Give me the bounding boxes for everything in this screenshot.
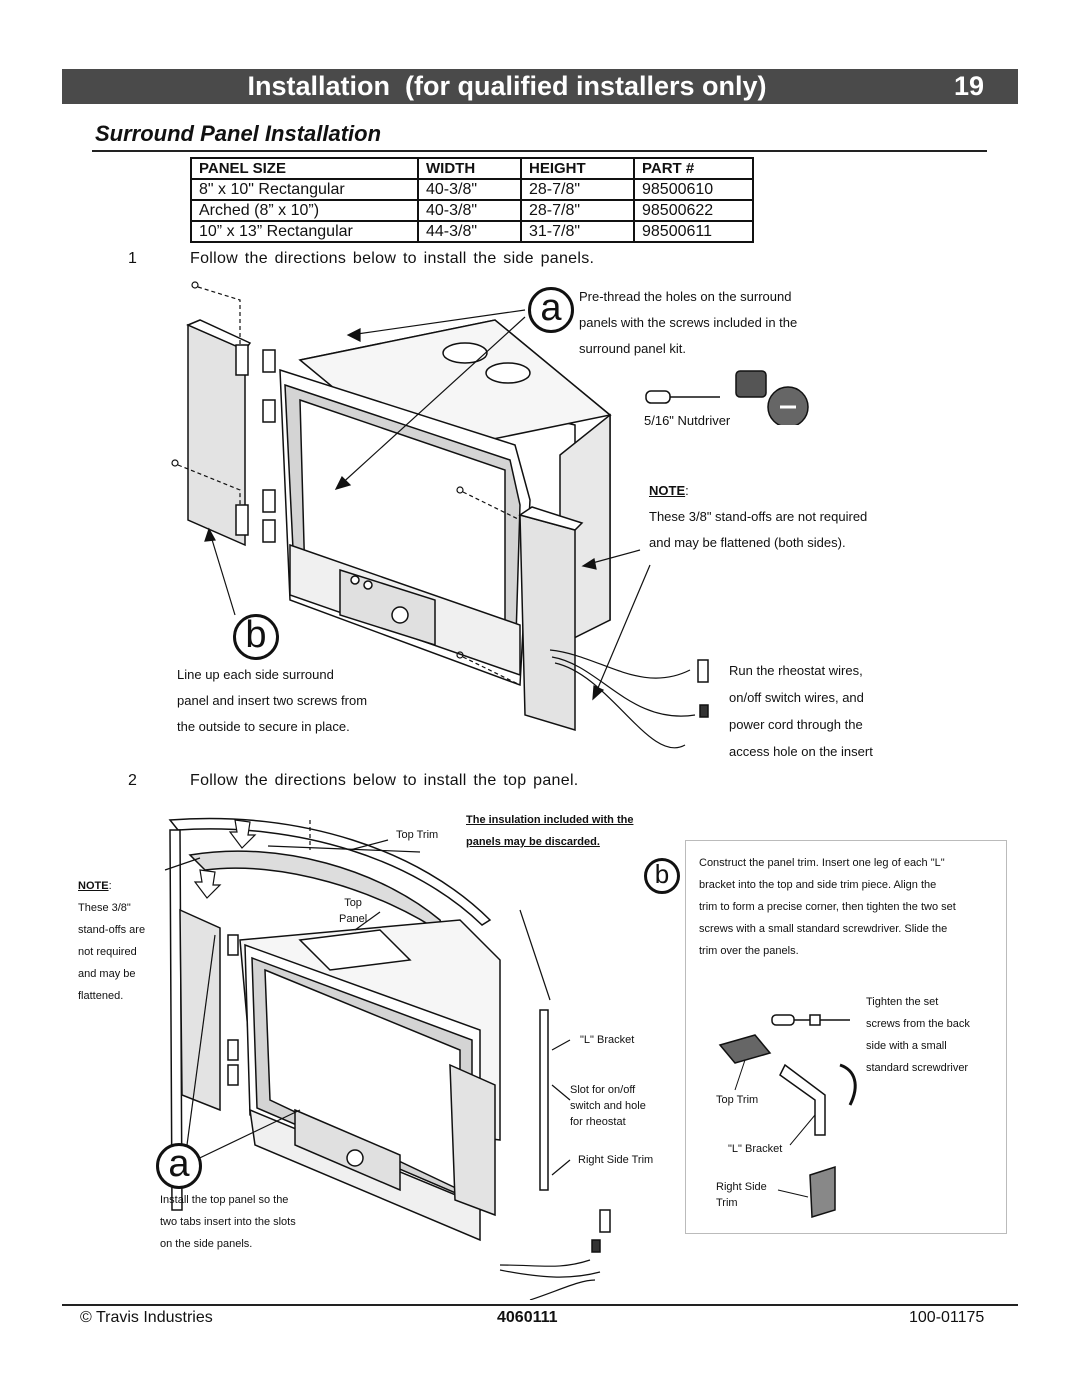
col-header-part: PART # <box>633 157 754 180</box>
note-fig2: NOTE: These 3/8" stand-offs are not requ… <box>78 880 146 1002</box>
panel-size-table: PANEL SIZE WIDTH HEIGHT PART # 8" x 10" … <box>190 157 754 243</box>
nutdriver-icon <box>645 370 809 425</box>
pre-thread-text: Pre-thread the holes on the surround pan… <box>579 289 798 356</box>
table-cell: 44-3/8" <box>417 220 522 243</box>
col-header-panel-size: PANEL SIZE <box>190 157 419 180</box>
col-header-height: HEIGHT <box>520 157 635 180</box>
section-rule <box>92 150 987 152</box>
inset-right-side-trim-label: Right Side Trim <box>716 1181 767 1209</box>
top-panel-diagram <box>164 817 611 1300</box>
table-cell: Arched (8” x 10”) <box>190 199 419 222</box>
callout-b-fig2: b <box>644 858 680 894</box>
callout-a-fig1: a <box>528 287 574 333</box>
header-title: Installation (for qualified installers o… <box>247 71 767 101</box>
table-cell: 98500610 <box>633 178 754 201</box>
col-header-width: WIDTH <box>417 157 522 180</box>
slot-label: Slot for on/off switch and hole for rheo… <box>570 1084 646 1128</box>
install-top-panel-text: Install the top panel so the two tabs in… <box>160 1194 296 1250</box>
trim-assembly-diagram <box>718 1014 857 1218</box>
insulation-note: The insulation included with the panels … <box>466 814 634 848</box>
table-cell: 40-3/8" <box>417 178 522 201</box>
line-up-text: Line up each side surround panel and ins… <box>177 667 368 734</box>
note-fig1: NOTE: These 3/8" stand-offs are not requ… <box>649 483 868 550</box>
table-cell: 98500622 <box>633 199 754 222</box>
step-2-text: Follow the directions below to install t… <box>190 772 579 789</box>
step-1-text: Follow the directions below to install t… <box>190 250 595 267</box>
callout-b-fig1: b <box>233 614 279 660</box>
page-header: Installation (for qualified installers o… <box>62 69 1018 104</box>
top-trim-label: Top Trim <box>396 829 439 841</box>
footer-part-number: 100-01175 <box>909 1309 985 1326</box>
callout-a-fig2: a <box>156 1143 202 1189</box>
nutdriver-label: 5/16" Nutdriver <box>644 413 731 428</box>
tighten-screws-text: Tighten the set screws from the back sid… <box>866 996 970 1074</box>
step-2-number: 2 <box>128 772 137 789</box>
page-number: 19 <box>953 71 984 101</box>
table-cell: 28-7/8" <box>520 199 635 222</box>
run-wires-text: Run the rheostat wires, on/off switch wi… <box>729 663 873 759</box>
footer-rule <box>62 1304 1018 1306</box>
right-side-trim-label: Right Side Trim <box>578 1154 654 1166</box>
table-cell: 98500611 <box>633 220 754 243</box>
table-cell: 40-3/8" <box>417 199 522 222</box>
trim-inset-box <box>685 840 1007 1234</box>
section-title: Surround Panel Installation <box>95 121 382 146</box>
footer-doc-number: 4060111 <box>497 1309 558 1326</box>
step-1-number: 1 <box>128 250 137 267</box>
table-cell: 10” x 13” Rectangular <box>190 220 419 243</box>
table-row: Arched (8” x 10”) 40-3/8" 28-7/8" 985006… <box>190 199 754 222</box>
top-panel-label: Top Panel <box>339 897 368 925</box>
table-cell: 31-7/8" <box>520 220 635 243</box>
side-panel-diagram <box>171 281 709 749</box>
table-row: 8" x 10" Rectangular 40-3/8" 28-7/8" 985… <box>190 178 754 201</box>
table-row: 10” x 13” Rectangular 44-3/8" 31-7/8" 98… <box>190 220 754 243</box>
footer-copyright: © Travis Industries <box>80 1309 213 1326</box>
table-header-row: PANEL SIZE WIDTH HEIGHT PART # <box>190 157 754 180</box>
table-cell: 28-7/8" <box>520 178 635 201</box>
construct-trim-text: Construct the panel trim. Insert one leg… <box>699 857 956 957</box>
table-cell: 8" x 10" Rectangular <box>190 178 419 201</box>
l-bracket-label: "L" Bracket <box>580 1034 635 1046</box>
inset-top-trim-label: Top Trim <box>716 1094 759 1106</box>
inset-l-bracket-label: "L" Bracket <box>728 1143 783 1155</box>
